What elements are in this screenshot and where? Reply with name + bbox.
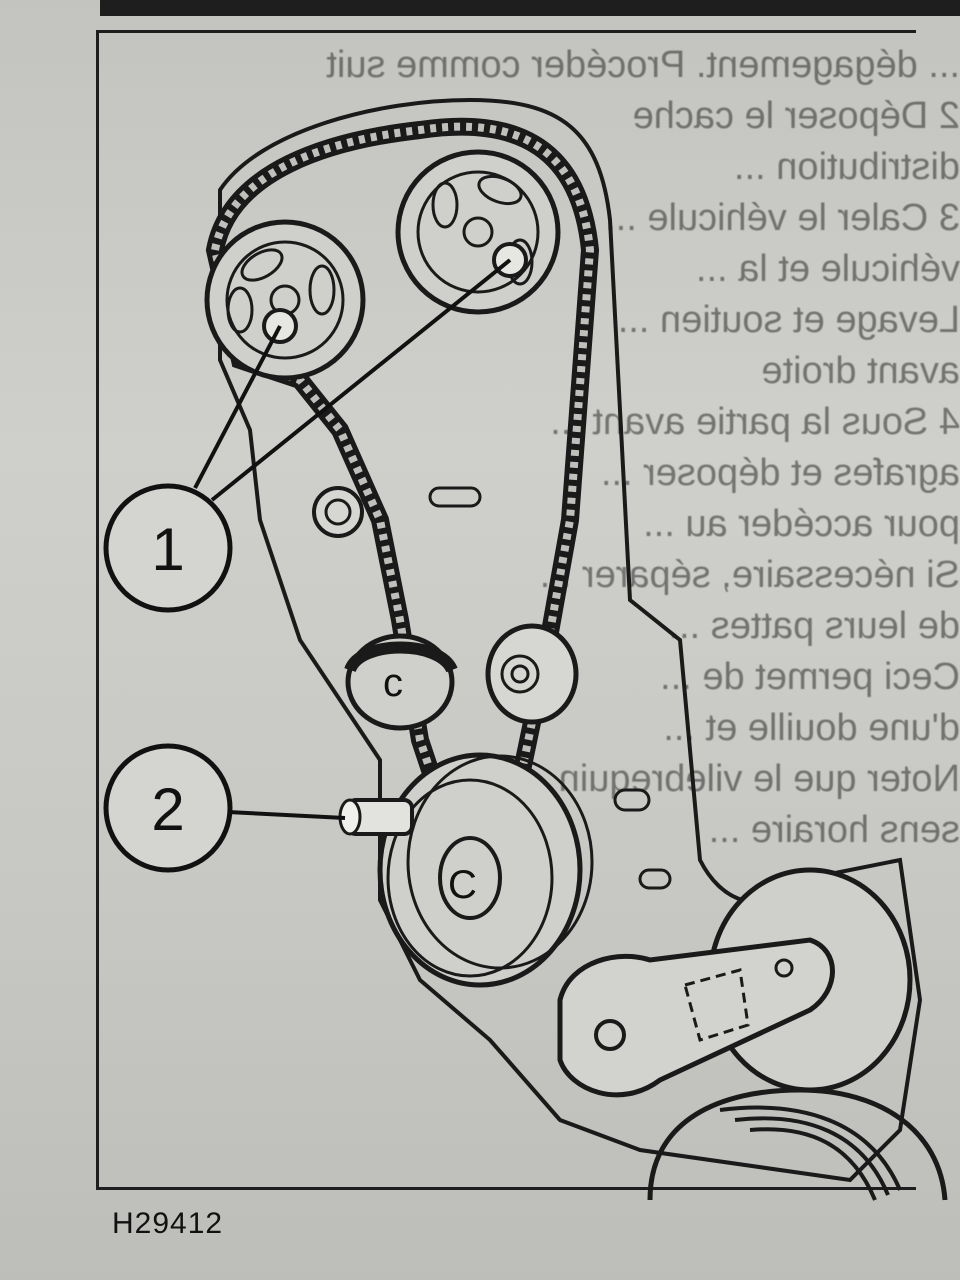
- figure-reference-code: H29412: [112, 1207, 224, 1240]
- callout-2: 2: [103, 743, 233, 873]
- small-idler-pulley: [312, 486, 364, 538]
- crankshaft-pulley: C: [377, 752, 594, 988]
- right-idler-pulley: [485, 623, 579, 725]
- tensioner-pulley: c: [344, 633, 458, 731]
- casing-slot: [428, 486, 482, 508]
- casing-hole-b: [638, 868, 672, 890]
- callout-2-leader: [227, 810, 346, 820]
- crankshaft-locking-pin: [338, 798, 414, 836]
- crankshaft-label: C: [448, 863, 477, 907]
- callout-2-label: 2: [151, 776, 184, 843]
- callout-1: 1: [103, 483, 233, 613]
- auxiliary-bracket: [557, 937, 835, 1098]
- left-camshaft-pulley: [204, 219, 366, 381]
- top-edge-strip: [100, 0, 960, 16]
- tensioner-label: c: [383, 661, 403, 705]
- casing-hole-a: [613, 788, 651, 812]
- lower-drive-pulley: [647, 1087, 948, 1201]
- figure-frame: [96, 30, 916, 1190]
- callout-1-label: 1: [151, 516, 184, 583]
- engine-casing-outline: [218, 97, 923, 1183]
- callout-1-leader-b: [210, 258, 512, 502]
- callout-1-leader-a: [193, 325, 282, 489]
